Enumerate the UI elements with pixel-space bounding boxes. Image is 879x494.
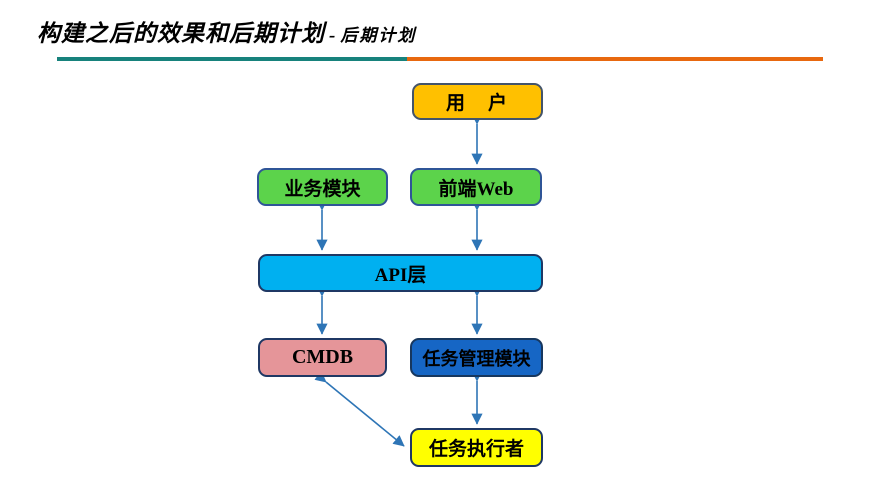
diagram-node-cmdb: CMDB (258, 338, 387, 377)
page-title-separator: - (329, 25, 337, 46)
page-title-main: 构建之后的效果和后期计划 (37, 21, 325, 46)
diagram-node-task-executor: 任务执行者 (410, 428, 543, 467)
diagram-node-api-layer: API层 (258, 254, 543, 292)
page-title: 构建之后的效果和后期计划-后期计划 (37, 18, 416, 52)
title-underline-left-segment (57, 57, 407, 61)
title-underline (57, 57, 823, 61)
page-title-sub: 后期计划 (340, 26, 417, 45)
diagram-node-task-manager: 任务管理模块 (410, 338, 543, 377)
arrow-cmdb-executor (314, 371, 405, 447)
title-underline-right-segment (407, 57, 823, 61)
diagram-node-frontend-web: 前端Web (410, 168, 542, 206)
diagram-node-business-module: 业务模块 (257, 168, 388, 206)
diagram-node-user: 用 户 (412, 83, 543, 120)
